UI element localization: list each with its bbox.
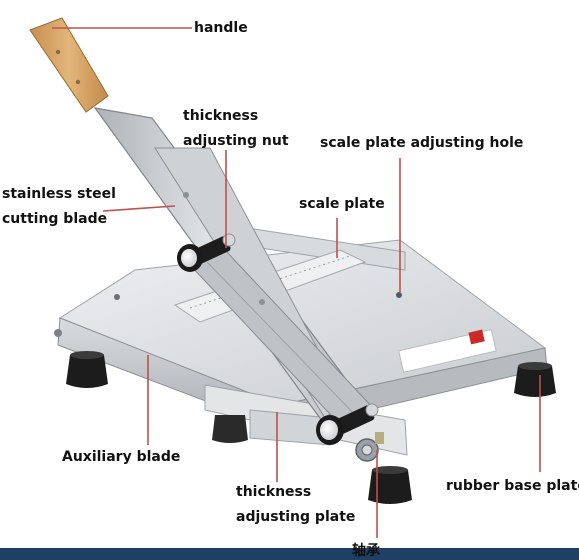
screw-front bbox=[54, 329, 62, 337]
bearing-icon bbox=[355, 432, 384, 462]
screw-left bbox=[114, 294, 120, 300]
rubber-foot-icon bbox=[66, 351, 108, 388]
label-thickness-plate-line1: thickness bbox=[236, 484, 312, 500]
label-thickness-nut-line2: adjusting nut bbox=[183, 133, 289, 149]
label-blade-line1: stainless steel bbox=[2, 186, 116, 202]
label-stainless-steel-cutting-blade: stainless steel cutting blade bbox=[2, 182, 116, 232]
label-thickness-adjusting-plate: thickness adjusting plate bbox=[236, 480, 355, 530]
label-thickness-nut-line1: thickness bbox=[183, 108, 259, 124]
label-blade-line2: cutting blade bbox=[2, 211, 108, 227]
rubber-foot-left-front bbox=[212, 415, 248, 443]
lower-knob-icon bbox=[316, 403, 379, 445]
bottom-bar bbox=[0, 548, 579, 560]
rubber-foot-right bbox=[514, 362, 556, 397]
adjusting-hole bbox=[396, 292, 402, 298]
label-thickness-adjusting-nut: thickness adjusting nut bbox=[183, 104, 289, 154]
label-scale-plate: scale plate bbox=[299, 192, 385, 217]
rubber-foot-front bbox=[368, 466, 412, 504]
leader-lines bbox=[52, 27, 541, 538]
label-rubber-base-text: rubber base plate bbox=[446, 478, 579, 494]
label-bearing: 轴承 bbox=[352, 543, 380, 559]
label-auxiliary-blade: Auxiliary blade bbox=[62, 445, 180, 470]
label-handle-text: handle bbox=[194, 20, 248, 36]
label-rubber-base-plate: rubber base plate bbox=[446, 474, 579, 499]
leader-blade bbox=[102, 205, 176, 212]
label-auxiliary-blade-text: Auxiliary blade bbox=[62, 449, 181, 465]
label-thickness-plate-line2: adjusting plate bbox=[236, 509, 356, 525]
handle-shape bbox=[29, 17, 109, 113]
label-scale-plate-text: scale plate bbox=[299, 196, 385, 212]
label-handle: handle bbox=[194, 16, 248, 41]
label-scale-plate-adjusting-hole: scale plate adjusting hole bbox=[320, 131, 523, 156]
label-scale-hole-text: scale plate adjusting hole bbox=[320, 135, 524, 151]
